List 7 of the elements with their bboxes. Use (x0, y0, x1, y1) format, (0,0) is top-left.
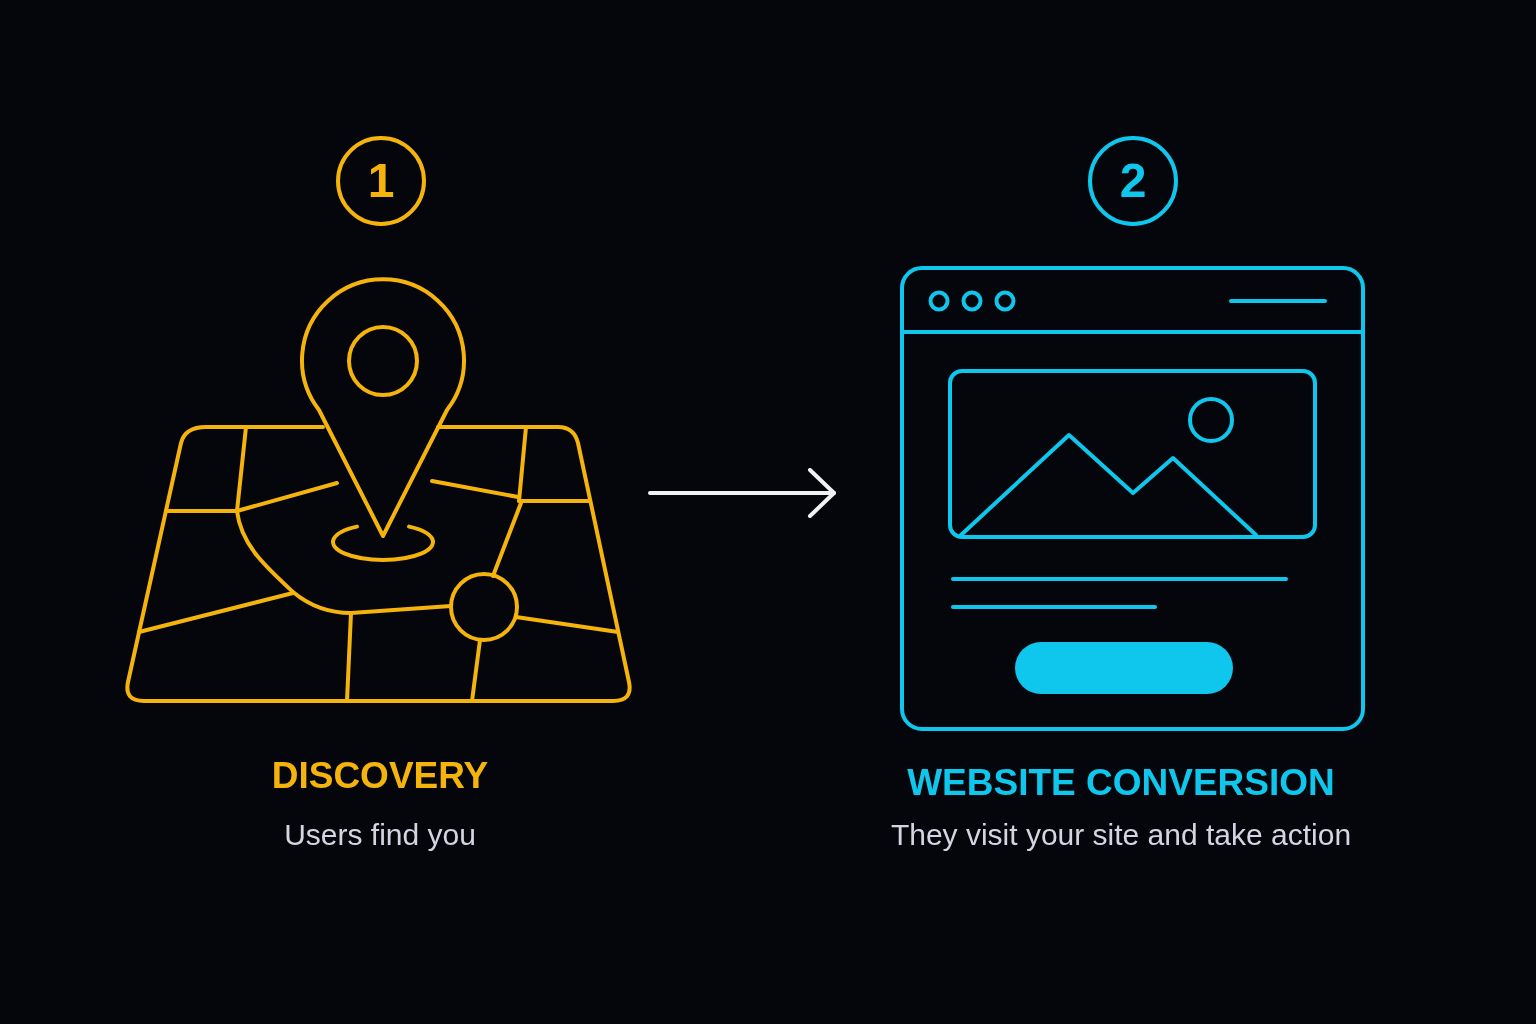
step-number: 1 (336, 136, 426, 226)
step-number: 2 (1088, 136, 1178, 226)
step-title: WEBSITE CONVERSION (907, 761, 1335, 805)
step-description: They visit your site and take action (890, 817, 1352, 853)
step-description: Users find you (284, 817, 476, 853)
step-title: DISCOVERY (271, 754, 489, 798)
arrow (648, 468, 836, 518)
